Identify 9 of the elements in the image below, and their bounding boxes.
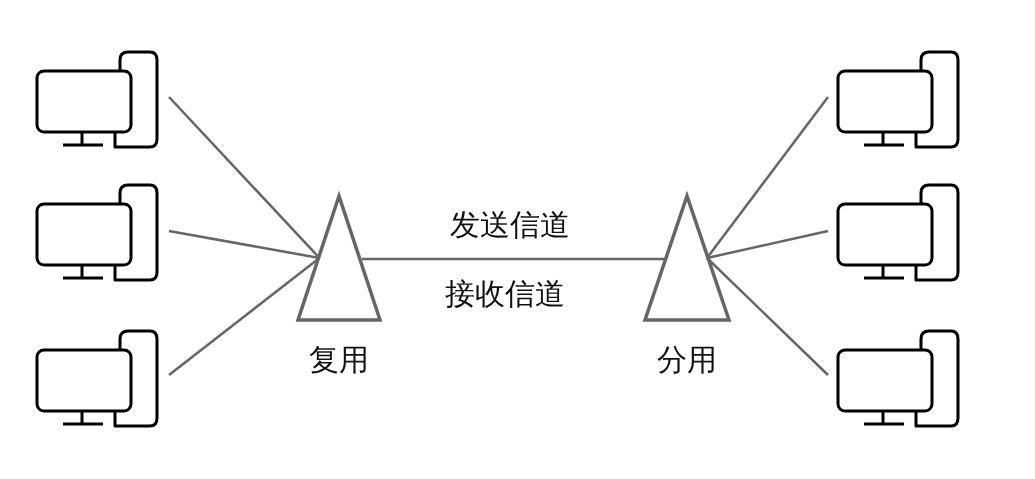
connection-line bbox=[168, 229, 320, 260]
connection-line bbox=[362, 257, 664, 261]
node-label: 分用 bbox=[656, 343, 718, 377]
connection-line bbox=[706, 229, 829, 260]
node-label: 复用 bbox=[308, 343, 370, 377]
connection-line bbox=[168, 96, 321, 259]
edge-label: 发送信道 bbox=[450, 208, 570, 242]
connection-line bbox=[706, 96, 829, 259]
channel-label: 接收信道 bbox=[445, 277, 565, 311]
